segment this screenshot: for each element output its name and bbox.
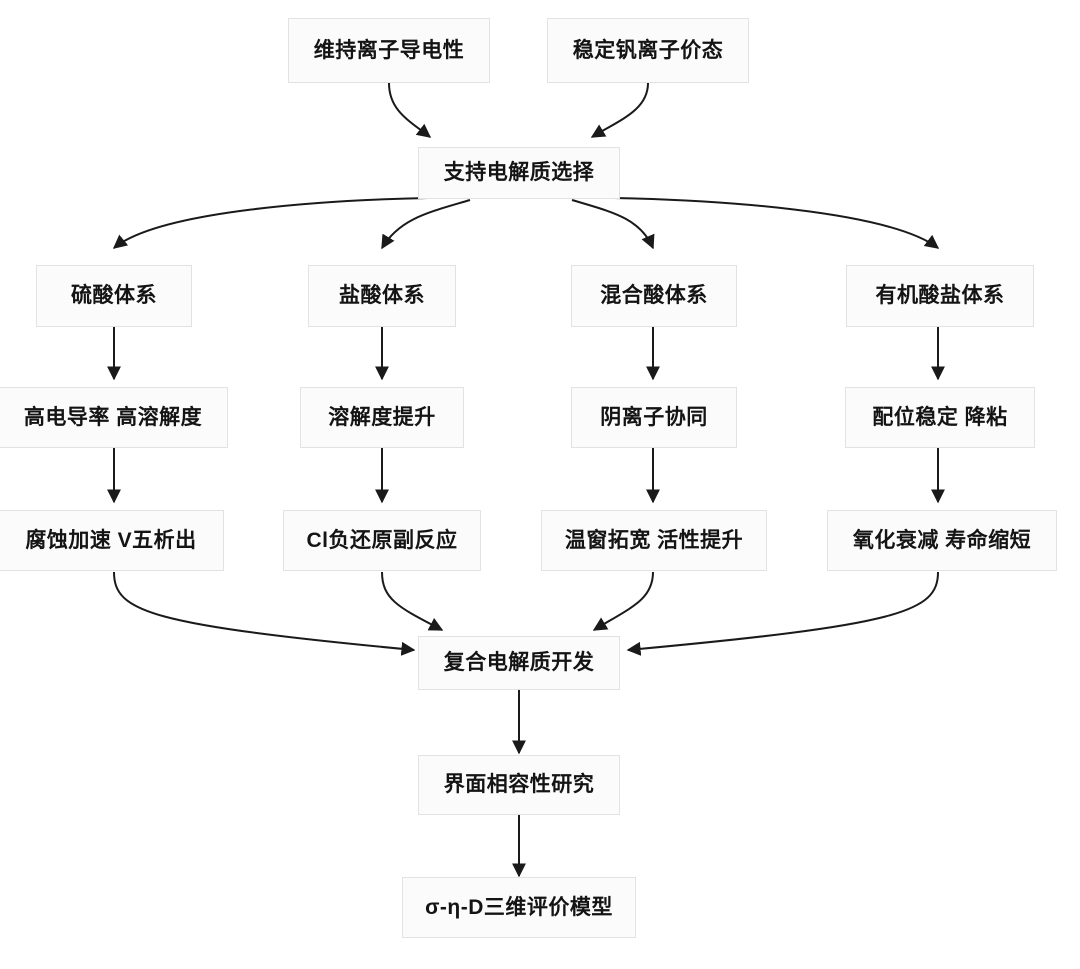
node-benefit-organic-salt[interactable]: 配位稳定 降粘 xyxy=(845,387,1035,448)
edge-goal-conductivity-to-root xyxy=(388,82,432,138)
node-system-mixed-acid-label: 混合酸体系 xyxy=(600,284,708,308)
node-drawback-mixed-acid-label: 温窗拓宽 活性提升 xyxy=(564,528,744,552)
node-system-mixed-acid[interactable]: 混合酸体系 xyxy=(571,265,737,327)
node-interface-compatibility-label: 界面相容性研究 xyxy=(443,773,595,797)
edge-drawback-organic-salt-to-composite xyxy=(626,571,939,656)
node-system-sulfuric[interactable]: 硫酸体系 xyxy=(36,265,192,327)
edge-drawback-mixed-acid-to-composite xyxy=(592,571,654,631)
node-goal-valence-label: 稳定钒离子价态 xyxy=(572,38,724,62)
node-drawback-organic-salt-label: 氧化衰减 寿命缩短 xyxy=(852,528,1032,552)
edge-root-to-system-organic-salt xyxy=(613,197,940,249)
node-root-selection-label: 支持电解质选择 xyxy=(443,161,595,185)
node-drawback-sulfuric[interactable]: 腐蚀加速 V五析出 xyxy=(0,510,224,571)
node-goal-valence[interactable]: 稳定钒离子价态 xyxy=(547,18,749,83)
node-interface-compatibility[interactable]: 界面相容性研究 xyxy=(418,755,620,815)
node-system-hydrochloric[interactable]: 盐酸体系 xyxy=(308,265,456,327)
node-benefit-mixed-acid[interactable]: 阴离子协同 xyxy=(571,387,737,448)
node-drawback-hydrochloric-label: Cl负还原副反应 xyxy=(306,528,458,552)
edge-root-to-system-sulfuric xyxy=(112,197,429,249)
node-system-sulfuric-label: 硫酸体系 xyxy=(71,284,157,308)
node-benefit-mixed-acid-label: 阴离子协同 xyxy=(600,405,708,429)
node-evaluation-model[interactable]: σ-η-D三维评价模型 xyxy=(402,877,636,938)
node-benefit-organic-salt-label: 配位稳定 降粘 xyxy=(872,405,1008,429)
node-drawback-sulfuric-label: 腐蚀加速 V五析出 xyxy=(25,528,197,552)
edge-root-to-system-mixed-acid xyxy=(571,199,655,250)
node-benefit-sulfuric[interactable]: 高电导率 高溶解度 xyxy=(0,387,228,448)
node-goal-conductivity[interactable]: 维持离子导电性 xyxy=(288,18,490,83)
node-drawback-organic-salt[interactable]: 氧化衰减 寿命缩短 xyxy=(827,510,1057,571)
node-benefit-hydrochloric[interactable]: 溶解度提升 xyxy=(300,387,464,448)
node-system-organic-salt-label: 有机酸盐体系 xyxy=(875,284,1005,308)
node-system-hydrochloric-label: 盐酸体系 xyxy=(339,284,425,308)
edge-root-to-system-hydrochloric xyxy=(381,199,471,250)
edge-goal-valence-to-root xyxy=(590,82,649,138)
node-root-selection[interactable]: 支持电解质选择 xyxy=(418,147,620,199)
node-drawback-mixed-acid[interactable]: 温窗拓宽 活性提升 xyxy=(541,510,767,571)
node-composite-development[interactable]: 复合电解质开发 xyxy=(418,636,620,690)
node-drawback-hydrochloric[interactable]: Cl负还原副反应 xyxy=(283,510,481,571)
node-composite-development-label: 复合电解质开发 xyxy=(443,651,595,675)
node-evaluation-model-label: σ-η-D三维评价模型 xyxy=(425,895,613,919)
node-goal-conductivity-label: 维持离子导电性 xyxy=(313,38,465,62)
edge-drawback-sulfuric-to-composite xyxy=(113,571,416,656)
node-benefit-sulfuric-label: 高电导率 高溶解度 xyxy=(23,405,203,429)
edge-drawback-hydrochloric-to-composite xyxy=(381,571,444,631)
node-system-organic-salt[interactable]: 有机酸盐体系 xyxy=(846,265,1034,327)
node-benefit-hydrochloric-label: 溶解度提升 xyxy=(328,405,436,429)
